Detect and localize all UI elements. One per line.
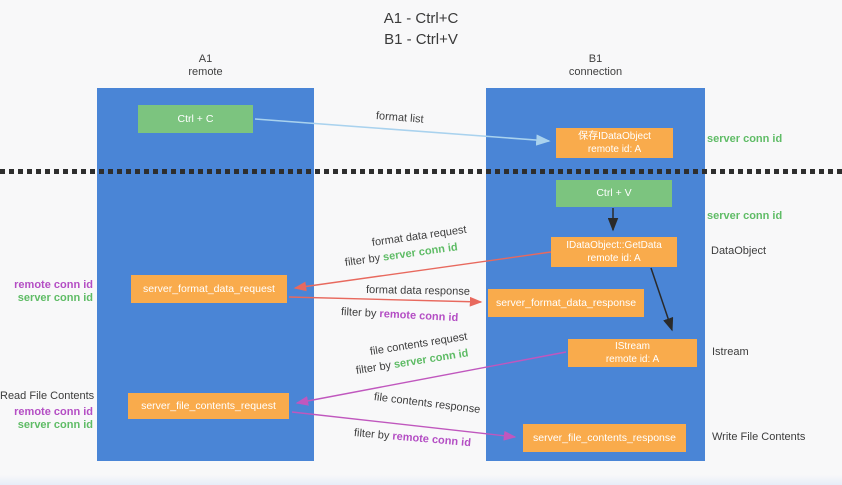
- filter-by-text-3: filter by: [355, 359, 395, 377]
- arrow-label-filter-server-1: filter by server conn id: [344, 241, 458, 269]
- node-ctrl-c[interactable]: Ctrl + C: [138, 105, 253, 133]
- node-format-request-label: server_format_data_request: [143, 282, 275, 295]
- arrow-label-file-contents-response: file contents response: [373, 391, 481, 416]
- filter-by-text-1: filter by: [344, 251, 384, 269]
- filter-by-text-2: filter by: [340, 306, 380, 321]
- node-server-format-data-request[interactable]: server_format_data_request: [131, 275, 287, 303]
- label-server-conn-id-mid: server conn id: [707, 210, 783, 222]
- bottom-fade: [0, 475, 842, 485]
- arrow-label-format-data-response: format data response: [365, 284, 471, 298]
- node-istream-line2: remote id: A: [605, 354, 660, 365]
- node-format-response-label: server_format_data_response: [495, 296, 637, 309]
- node-ctrl-v-label: Ctrl + V: [596, 187, 632, 199]
- node-istream-line1: IStream: [614, 341, 650, 352]
- arrow-format-data-response: [288, 296, 483, 307]
- node-server-file-contents-response[interactable]: server_file_contents_response: [523, 424, 686, 452]
- arrow-label-format-list: format list: [375, 110, 425, 126]
- node-file-response-label: server_file_contents_response: [532, 431, 676, 444]
- arrow-label-filter-remote-2: filter by remote conn id: [353, 427, 471, 449]
- column-a1-name: A1: [198, 53, 213, 65]
- column-header-a1: A1 remote: [97, 53, 314, 79]
- node-ctrl-v[interactable]: Ctrl + V: [556, 180, 672, 207]
- filter-remote-conn-id-2: remote conn id: [391, 430, 472, 450]
- label-remote-conn-id-1: remote conn id: [14, 279, 93, 291]
- node-server-file-contents-request[interactable]: server_file_contents_request: [128, 393, 289, 419]
- label-read-file-contents: Read File Contents: [0, 390, 95, 402]
- column-b1-name: B1: [588, 53, 603, 65]
- arrow-label-filter-remote-1: filter by remote conn id: [341, 306, 459, 324]
- title-line-a1: A1 - Ctrl+C: [383, 10, 459, 27]
- filter-remote-conn-id-1: remote conn id: [379, 308, 459, 325]
- node-save-idataobject[interactable]: 保存IDataObject remote id: A: [556, 128, 673, 158]
- node-file-request-label: server_file_contents_request: [141, 399, 276, 412]
- node-getdata-line2: remote id: A: [587, 253, 641, 264]
- label-server-conn-id-top: server conn id: [707, 133, 783, 145]
- dotted-divider-line: [0, 169, 842, 174]
- node-save-idataobject-line1: 保存IDataObject: [578, 131, 651, 142]
- column-b1-role: connection: [568, 66, 623, 78]
- label-remote-conn-id-2: remote conn id: [14, 406, 93, 418]
- left-conn-id-block-1: remote conn id server conn id: [0, 279, 93, 305]
- node-istream[interactable]: IStream remote id: A: [568, 339, 697, 367]
- diagram-title: A1 - Ctrl+C B1 - Ctrl+V: [0, 8, 842, 50]
- label-server-conn-id-1: server conn id: [17, 292, 93, 304]
- node-idataobject-getdata[interactable]: IDataObject::GetData remote id: A: [551, 237, 677, 267]
- label-istream: Istream: [712, 346, 749, 358]
- node-save-idataobject-line2: remote id: A: [587, 144, 642, 155]
- label-write-file-contents: Write File Contents: [712, 431, 806, 443]
- column-header-b1: B1 connection: [486, 53, 705, 79]
- node-server-format-data-response[interactable]: server_format_data_response: [488, 289, 644, 317]
- filter-by-text-4: filter by: [353, 427, 393, 443]
- node-getdata-line1: IDataObject::GetData: [566, 240, 662, 251]
- column-a1-role: remote: [188, 66, 223, 78]
- title-line-b1: B1 - Ctrl+V: [384, 31, 458, 48]
- node-ctrl-c-label: Ctrl + C: [177, 112, 214, 125]
- left-conn-id-block-2: Read File Contents remote conn id server…: [0, 390, 95, 432]
- label-dataobject: DataObject: [711, 245, 767, 257]
- label-server-conn-id-2: server conn id: [17, 419, 93, 431]
